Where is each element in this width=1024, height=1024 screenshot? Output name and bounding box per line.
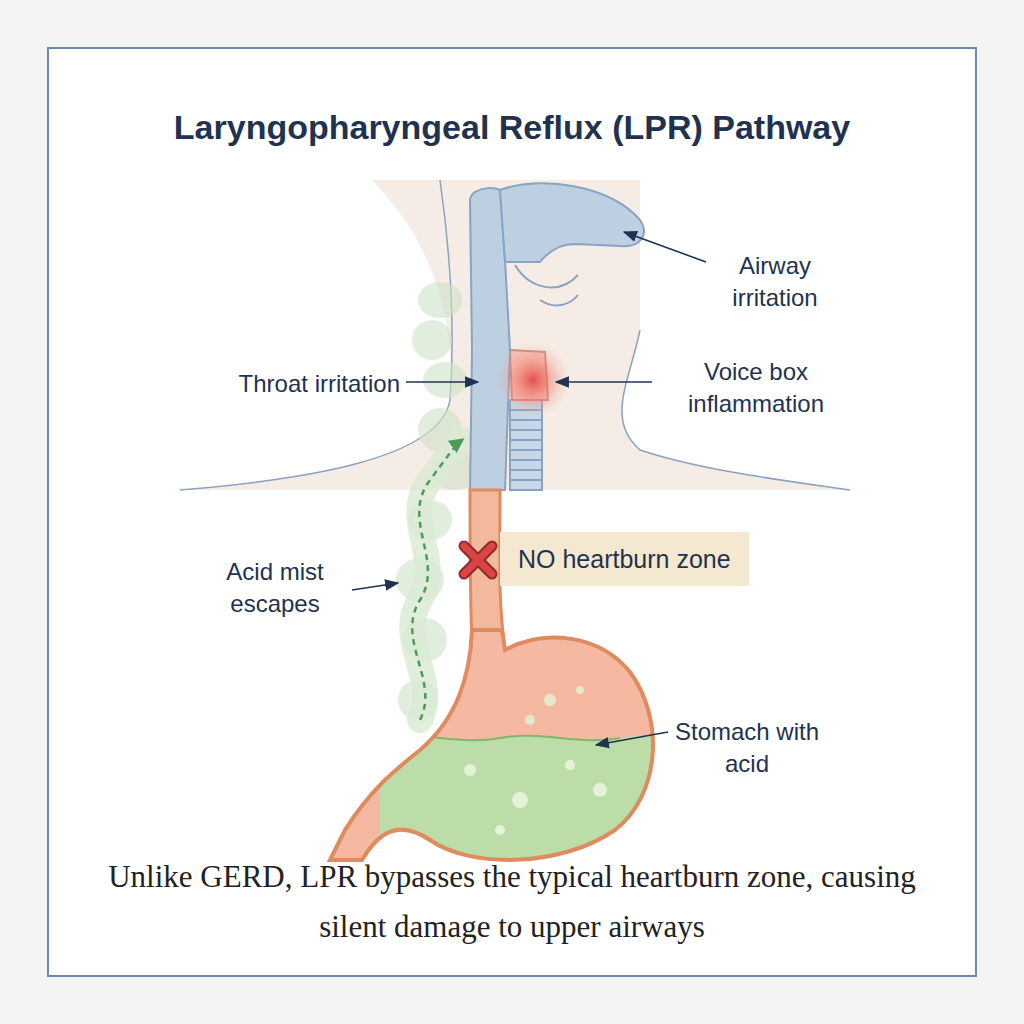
box-text: NO heartburn zone (518, 545, 731, 574)
part-label: Airway irritation (700, 250, 850, 315)
cross-mark (464, 546, 492, 574)
title: Laryngopharyngeal Reflux (LPR) Pathway (0, 108, 1024, 147)
mist-band (412, 440, 462, 720)
part-label: Acid mist escapes (200, 556, 350, 621)
nasal-cavity (500, 183, 644, 262)
part-label: Throat irritation (170, 368, 400, 400)
mist-arrow (412, 440, 462, 720)
zone-box: NO heartburn zone (500, 532, 749, 586)
neck-skin (180, 180, 850, 490)
part-label: Stomach with acid (672, 716, 822, 781)
trachea-rings (510, 410, 542, 480)
cross-mark (464, 546, 492, 574)
inflammation-glow (495, 342, 571, 418)
leader-lines (352, 232, 706, 745)
stomach-outline (330, 630, 653, 860)
part-label: Voice box inflammation (656, 356, 856, 421)
mouth-outline (515, 265, 578, 305)
acid-surface (380, 736, 620, 741)
caption: Unlike GERD, LPR bypasses the typical he… (92, 852, 932, 951)
frame (48, 48, 976, 976)
neck-outline (180, 180, 452, 490)
